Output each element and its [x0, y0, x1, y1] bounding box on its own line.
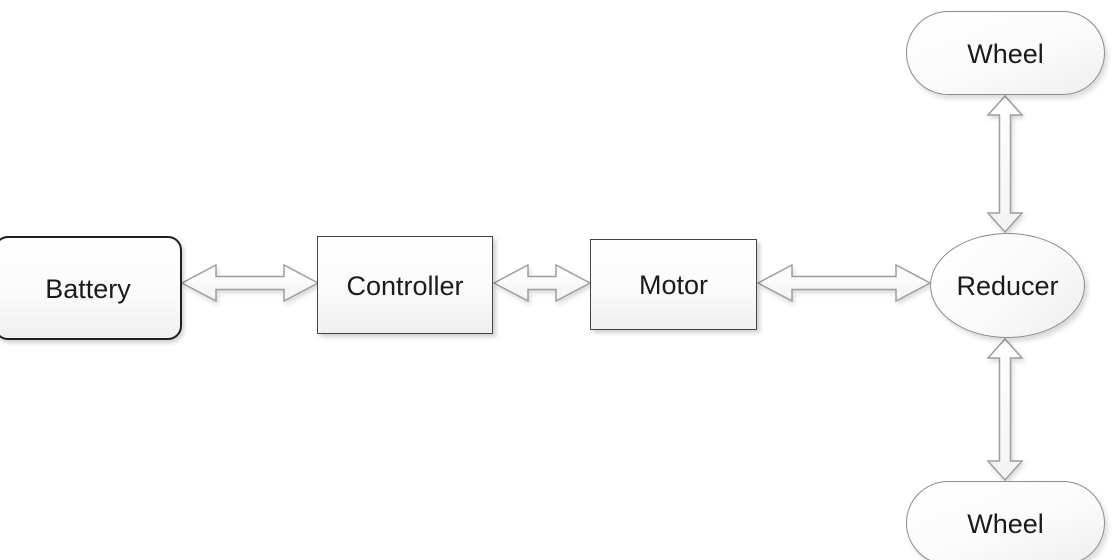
double-arrow-wheeltop-reducer[interactable] — [986, 94, 1024, 234]
double-arrow-motor-reducer[interactable] — [756, 263, 932, 303]
node-wheel-top[interactable]: Wheel — [906, 11, 1105, 95]
node-reducer-label: Reducer — [956, 271, 1059, 301]
node-motor-label: Motor — [638, 270, 709, 300]
node-wheel-top-label: Wheel — [967, 38, 1044, 69]
node-battery[interactable]: Battery — [0, 236, 182, 340]
double-arrow-battery-controller[interactable] — [180, 263, 320, 303]
node-wheel-bottom-label: Wheel — [967, 508, 1044, 539]
double-arrow-reducer-wheelbottom[interactable] — [986, 337, 1024, 482]
node-battery-label: Battery — [45, 273, 131, 304]
node-controller[interactable]: Controller — [317, 236, 493, 334]
node-reducer[interactable]: Reducer — [930, 233, 1085, 338]
node-controller-label: Controller — [346, 270, 464, 301]
node-motor[interactable]: Motor — [590, 239, 757, 330]
node-wheel-bottom[interactable]: Wheel — [906, 481, 1105, 560]
double-arrow-controller-motor[interactable] — [492, 263, 592, 303]
